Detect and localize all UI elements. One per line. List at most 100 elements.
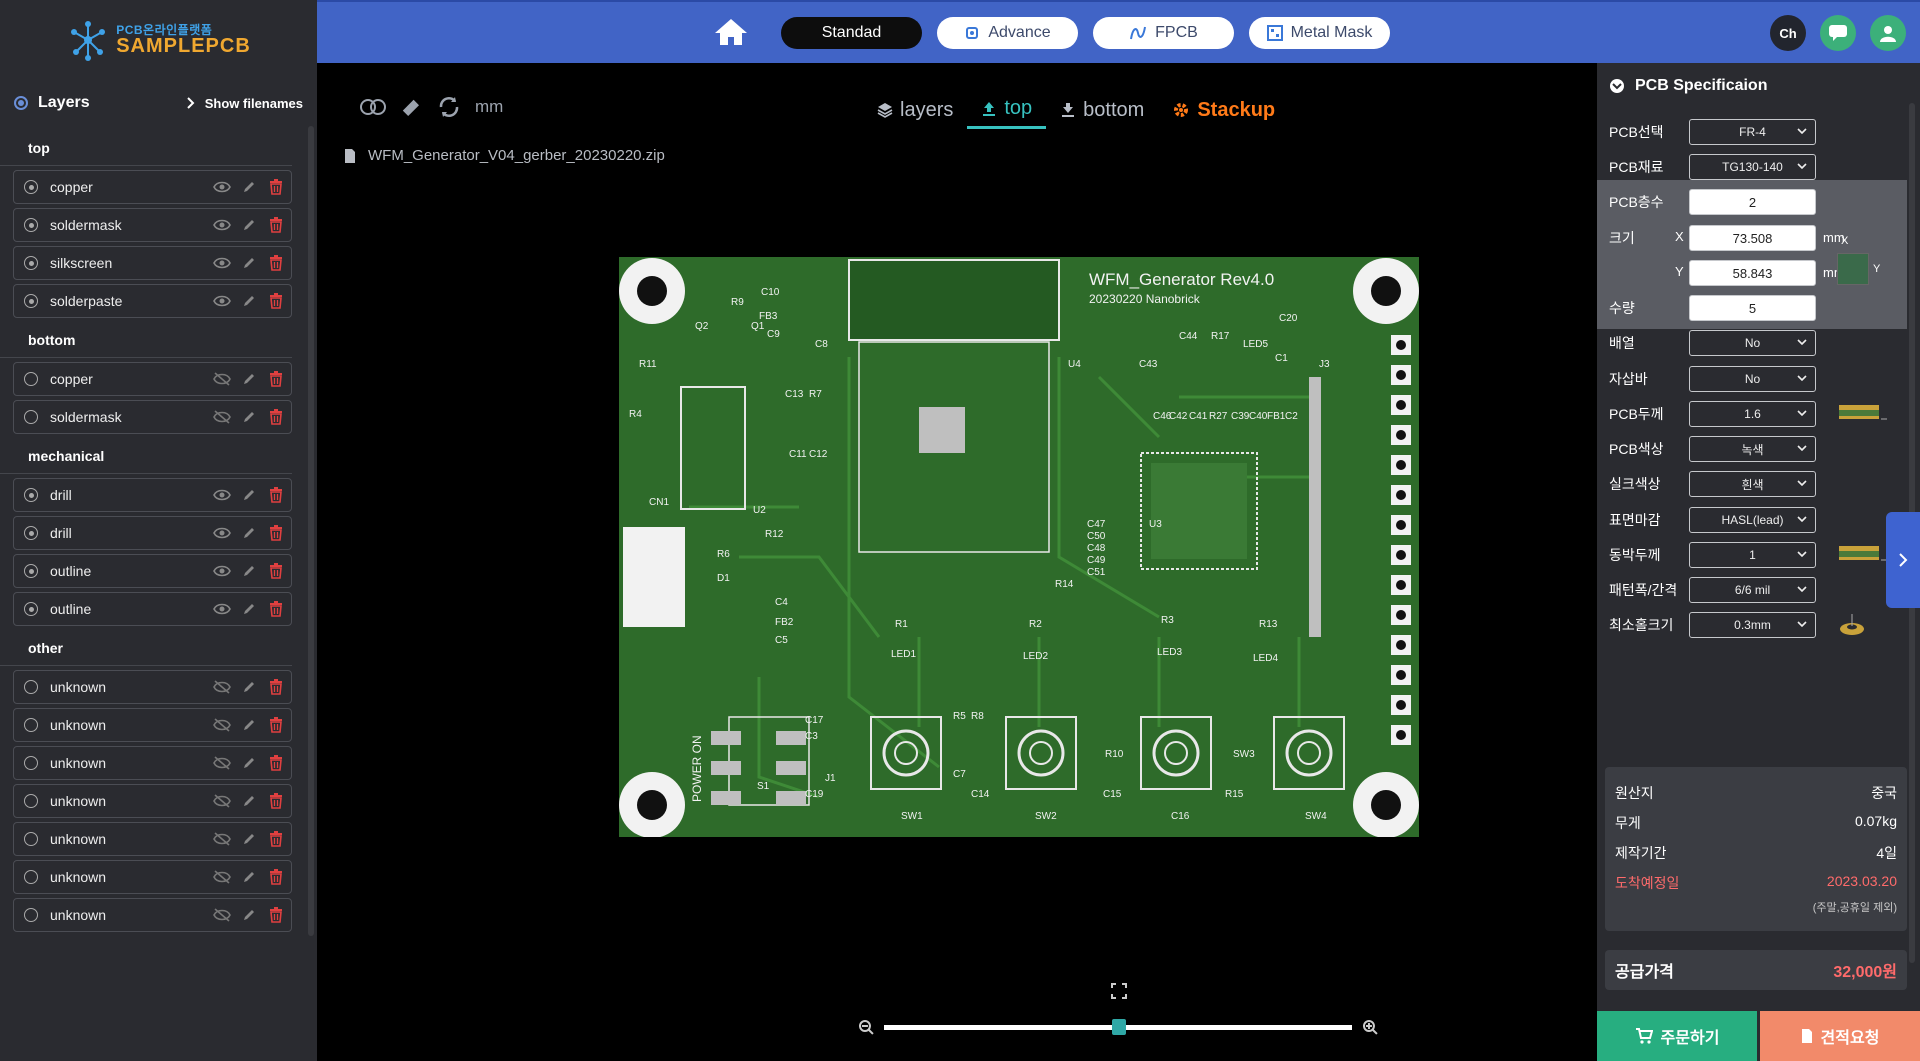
trash-icon[interactable]	[267, 292, 285, 310]
layer-row-soldermask[interactable]: soldermask	[13, 208, 292, 242]
pencil-icon[interactable]	[240, 370, 258, 388]
home-button[interactable]	[712, 16, 750, 48]
layer-row-outline[interactable]: outline	[13, 592, 292, 626]
layer-row-unknown[interactable]: unknown	[13, 860, 292, 894]
zoom-slider[interactable]	[883, 1018, 1353, 1035]
pencil-icon[interactable]	[240, 830, 258, 848]
pencil-icon[interactable]	[240, 716, 258, 734]
spec-input[interactable]: 2	[1689, 189, 1816, 215]
trash-icon[interactable]	[267, 830, 285, 848]
layer-row-copper[interactable]: copper	[13, 362, 292, 396]
chat-button[interactable]	[1820, 15, 1856, 51]
layer-row-drill[interactable]: drill	[13, 516, 292, 550]
spec-select[interactable]: 0.3mm	[1689, 612, 1816, 638]
layer-select-radio[interactable]	[24, 794, 38, 808]
tab-advance[interactable]: Advance	[937, 17, 1078, 49]
layer-select-radio[interactable]	[24, 756, 38, 770]
panel-expand-button[interactable]	[1886, 512, 1920, 608]
layers-radio-icon[interactable]	[14, 96, 28, 110]
toggle-icon[interactable]	[359, 98, 387, 116]
stackup-button[interactable]: Stackup	[1158, 91, 1289, 129]
sidebar-scrollbar[interactable]	[308, 126, 314, 936]
size-input[interactable]: 58.843	[1689, 260, 1816, 286]
view-tab-layers[interactable]: layers	[863, 91, 967, 129]
tab-standad[interactable]: Standad	[781, 17, 922, 49]
eye-icon[interactable]	[213, 216, 231, 234]
pencil-icon[interactable]	[240, 600, 258, 618]
tab-fpcb[interactable]: FPCB	[1093, 17, 1234, 49]
layer-row-unknown[interactable]: unknown	[13, 746, 292, 780]
eye-off-icon[interactable]	[213, 370, 231, 388]
channel-chat-button[interactable]: Ch	[1770, 15, 1806, 51]
zoom-in-icon[interactable]	[1362, 1019, 1378, 1035]
pencil-icon[interactable]	[240, 678, 258, 696]
ruler-icon[interactable]	[401, 98, 423, 116]
eye-off-icon[interactable]	[213, 906, 231, 924]
layer-select-radio[interactable]	[24, 564, 38, 578]
trash-icon[interactable]	[267, 562, 285, 580]
layer-select-radio[interactable]	[24, 602, 38, 616]
pencil-icon[interactable]	[240, 216, 258, 234]
eye-off-icon[interactable]	[213, 716, 231, 734]
trash-icon[interactable]	[267, 868, 285, 886]
eye-icon[interactable]	[213, 486, 231, 504]
layer-select-radio[interactable]	[24, 488, 38, 502]
order-button[interactable]: 주문하기	[1597, 1011, 1757, 1061]
view-tab-top[interactable]: top	[967, 91, 1047, 129]
eye-off-icon[interactable]	[213, 678, 231, 696]
trash-icon[interactable]	[267, 754, 285, 772]
spec-select[interactable]: HASL(lead)	[1689, 507, 1816, 533]
pencil-icon[interactable]	[240, 408, 258, 426]
show-filenames-toggle[interactable]: Show filenames	[187, 96, 303, 111]
spec-select[interactable]: 1	[1689, 542, 1816, 568]
trash-icon[interactable]	[267, 178, 285, 196]
pencil-icon[interactable]	[240, 868, 258, 886]
pencil-icon[interactable]	[240, 792, 258, 810]
size-input[interactable]: 73.508	[1689, 225, 1816, 251]
layer-row-drill[interactable]: drill	[13, 478, 292, 512]
layer-row-unknown[interactable]: unknown	[13, 898, 292, 932]
spec-select[interactable]: 6/6 mil	[1689, 577, 1816, 603]
logo[interactable]: PCB온라인플랫폼 SAMPLEPCB	[0, 0, 317, 80]
trash-icon[interactable]	[267, 716, 285, 734]
pencil-icon[interactable]	[240, 292, 258, 310]
layer-select-radio[interactable]	[24, 526, 38, 540]
layer-row-silkscreen[interactable]: silkscreen	[13, 246, 292, 280]
user-button[interactable]	[1870, 15, 1906, 51]
layer-row-soldermask[interactable]: soldermask	[13, 400, 292, 434]
eye-off-icon[interactable]	[213, 830, 231, 848]
quote-button[interactable]: 견적요청	[1760, 1011, 1920, 1061]
eye-off-icon[interactable]	[213, 868, 231, 886]
layer-select-radio[interactable]	[24, 680, 38, 694]
pencil-icon[interactable]	[240, 524, 258, 542]
refresh-icon[interactable]	[437, 95, 461, 119]
layer-select-radio[interactable]	[24, 294, 38, 308]
pencil-icon[interactable]	[240, 754, 258, 772]
pencil-icon[interactable]	[240, 178, 258, 196]
eye-icon[interactable]	[213, 562, 231, 580]
spec-input[interactable]: 5	[1689, 295, 1816, 321]
spec-select[interactable]: 녹색	[1689, 436, 1816, 462]
spec-select[interactable]: TG130-140	[1689, 154, 1816, 180]
eye-off-icon[interactable]	[213, 754, 231, 772]
view-tab-bottom[interactable]: bottom	[1046, 91, 1158, 129]
spec-header[interactable]: PCB Specificaion	[1609, 77, 1767, 95]
layer-row-unknown[interactable]: unknown	[13, 708, 292, 742]
trash-icon[interactable]	[267, 792, 285, 810]
eye-off-icon[interactable]	[213, 408, 231, 426]
trash-icon[interactable]	[267, 370, 285, 388]
trash-icon[interactable]	[267, 408, 285, 426]
pcb-board[interactable]: WFM_Generator Rev4.0 20230220 Nanobrick …	[619, 257, 1419, 838]
layer-select-radio[interactable]	[24, 718, 38, 732]
trash-icon[interactable]	[267, 254, 285, 272]
eye-icon[interactable]	[213, 254, 231, 272]
pencil-icon[interactable]	[240, 486, 258, 504]
layer-row-unknown[interactable]: unknown	[13, 670, 292, 704]
eye-icon[interactable]	[213, 600, 231, 618]
zoom-slider-thumb[interactable]	[1111, 1018, 1126, 1035]
pencil-icon[interactable]	[240, 562, 258, 580]
trash-icon[interactable]	[267, 906, 285, 924]
layer-select-radio[interactable]	[24, 870, 38, 884]
eye-icon[interactable]	[213, 178, 231, 196]
eye-off-icon[interactable]	[213, 792, 231, 810]
